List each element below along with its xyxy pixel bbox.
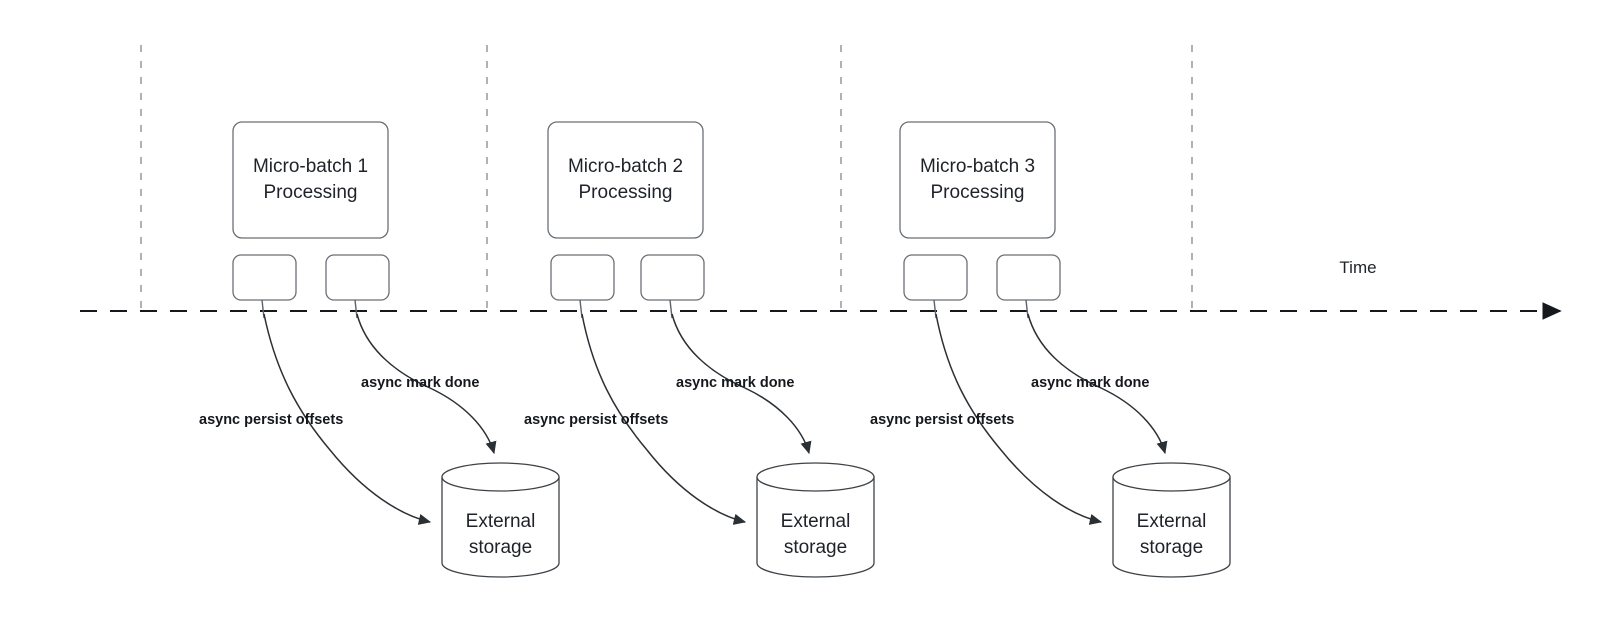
micro-batch-1-persist-offsets-edge [263, 313, 432, 525]
micro-batch-3-process-label-line2: Processing [931, 182, 1025, 203]
micro-batch-1-storage-label-line2: storage [469, 537, 532, 558]
micro-batch-1-mark-done-edge [356, 313, 497, 455]
micro-batch-1-process-label-line2: Processing [264, 182, 358, 203]
micro-batch-group-2 [547, 121, 875, 578]
micro-batch-3-process-box[interactable] [899, 121, 1056, 239]
micro-batch-2-storage-label-line1: External [781, 511, 851, 532]
micro-batch-2-external-storage[interactable] [756, 462, 875, 578]
micro-batch-2-storage-label-line2: storage [784, 537, 847, 558]
micro-batch-1-mark-done-label: async mark done [361, 375, 479, 391]
micro-batch-2-persist-offsets-edge [581, 313, 747, 525]
micro-batch-2-mark-done-edge [671, 313, 812, 455]
micro-batch-3-persist-offsets-task[interactable] [903, 254, 968, 301]
micro-batch-1-process-label-line1: Micro-batch 1 [253, 156, 368, 177]
micro-batch-2-persist-offsets-task[interactable] [550, 254, 615, 301]
micro-batch-1-process-box[interactable] [232, 121, 389, 239]
micro-batch-group-1 [232, 121, 560, 578]
micro-batch-3-mark-done-label: async mark done [1031, 375, 1149, 391]
micro-batch-3-persist-offsets-label: async persist offsets [870, 412, 1014, 428]
micro-batch-3-storage-label-line1: External [1137, 511, 1207, 532]
micro-batch-1-storage-label-line1: External [466, 511, 536, 532]
micro-batch-3-mark-done-task[interactable] [996, 254, 1061, 301]
micro-batch-2-persist-offsets-label: async persist offsets [524, 412, 668, 428]
time-axis-label: Time [1339, 258, 1376, 277]
micro-batch-1-persist-offsets-task[interactable] [232, 254, 297, 301]
micro-batch-group-3 [899, 121, 1231, 578]
micro-batch-2-mark-done-label: async mark done [676, 375, 794, 391]
micro-batch-3-external-storage[interactable] [1112, 462, 1231, 578]
micro-batch-2-process-label-line1: Micro-batch 2 [568, 156, 683, 177]
micro-batch-1-external-storage[interactable] [441, 462, 560, 578]
batch-boundaries [140, 45, 1193, 310]
micro-batch-1-mark-done-task[interactable] [325, 254, 390, 301]
micro-batch-2-mark-done-task[interactable] [640, 254, 705, 301]
micro-batch-1-persist-offsets-label: async persist offsets [199, 412, 343, 428]
micro-batch-3-storage-label-line2: storage [1140, 537, 1203, 558]
micro-batch-3-process-label-line1: Micro-batch 3 [920, 156, 1035, 177]
micro-batch-2-process-label-line2: Processing [579, 182, 673, 203]
micro-batch-2-process-box[interactable] [547, 121, 704, 239]
micro-batch-3-mark-done-edge [1027, 313, 1168, 455]
micro-batch-3-persist-offsets-edge [935, 313, 1103, 525]
